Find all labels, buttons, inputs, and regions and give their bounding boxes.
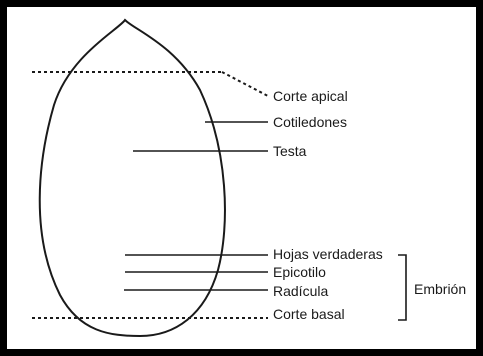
label-hojas-verdaderas: Hojas verdaderas — [273, 246, 383, 262]
label-cotiledones: Cotiledones — [273, 114, 347, 130]
label-epicotilo: Epicotilo — [273, 264, 326, 280]
label-corte-basal: Corte basal — [273, 306, 345, 322]
seed-outline — [38, 18, 226, 338]
label-radicula: Radícula — [273, 283, 328, 299]
corte-apical-leader — [221, 71, 269, 97]
label-testa: Testa — [273, 143, 307, 159]
embrion-bracket — [398, 254, 407, 321]
label-embrion: Embrión — [414, 281, 466, 297]
label-corte-apical: Corte apical — [273, 88, 348, 104]
